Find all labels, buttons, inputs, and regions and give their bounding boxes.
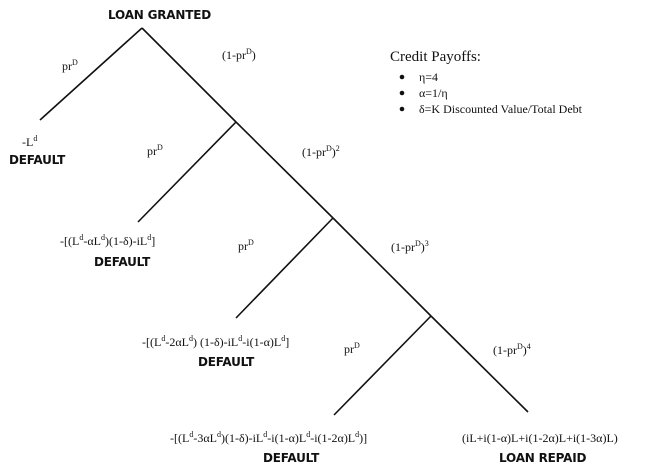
prob-continue-1: (1-prD) [222,47,256,62]
payoff-default-2: -[(Ld-αLd)(1-δ)-iLd] [60,233,155,248]
edge-node2-node3 [235,121,334,219]
legend-item-delta: δ=K Discounted Value/Total Debt [419,102,583,116]
prob-default-3: prD [238,238,254,253]
payoff-default-1: -Ld [22,134,37,149]
legend-bullet-1 [399,74,405,80]
prob-continue-3: (1-prD)3 [391,239,429,254]
payoff-repaid: (iL+i(1-α)L+i(1-2α)L+i(1-3α)L) [462,431,618,445]
default-label-3: DEFAULT [198,355,255,369]
legend-bullet-3 [399,106,405,112]
repaid-label: LOAN REPAID [499,451,586,465]
root-label: LOAN GRANTED [108,8,211,22]
edge-node4-default4 [333,315,432,416]
prob-default-2: prD [147,143,163,158]
edge-node4-repaid [430,315,529,413]
edge-node3-node4 [332,217,432,317]
legend-item-eta: η=4 [419,70,438,84]
legend-bullet-2 [399,90,405,96]
edge-root-node2 [141,27,237,123]
default-label-2: DEFAULT [94,255,151,269]
legend-title: Credit Payoffs: [390,49,481,65]
default-label-4: DEFAULT [263,451,320,465]
default-label-1: DEFAULT [9,153,66,167]
prob-continue-2: (1-prD)2 [302,144,340,159]
edge-root-default1 [39,27,143,121]
payoff-default-3: -[(Ld-2αLd) (1-δ)-iLd-i(1-α)Ld] [142,334,289,349]
payoff-default-4: -[(Ld-3αLd)(1-δ)-iLd-i(1-α)Ld-i(1-2α)Ld)… [170,430,367,445]
edge-node3-default3 [235,217,334,319]
prob-default-4: prD [344,341,360,356]
legend: Credit Payoffs: η=4 α=1/η δ=K Discounted… [390,49,583,116]
legend-item-alpha: α=1/η [419,86,448,100]
edge-node2-default2 [137,121,237,223]
prob-default-1: prD [62,58,78,73]
prob-continue-4: (1-prD)4 [493,342,531,357]
